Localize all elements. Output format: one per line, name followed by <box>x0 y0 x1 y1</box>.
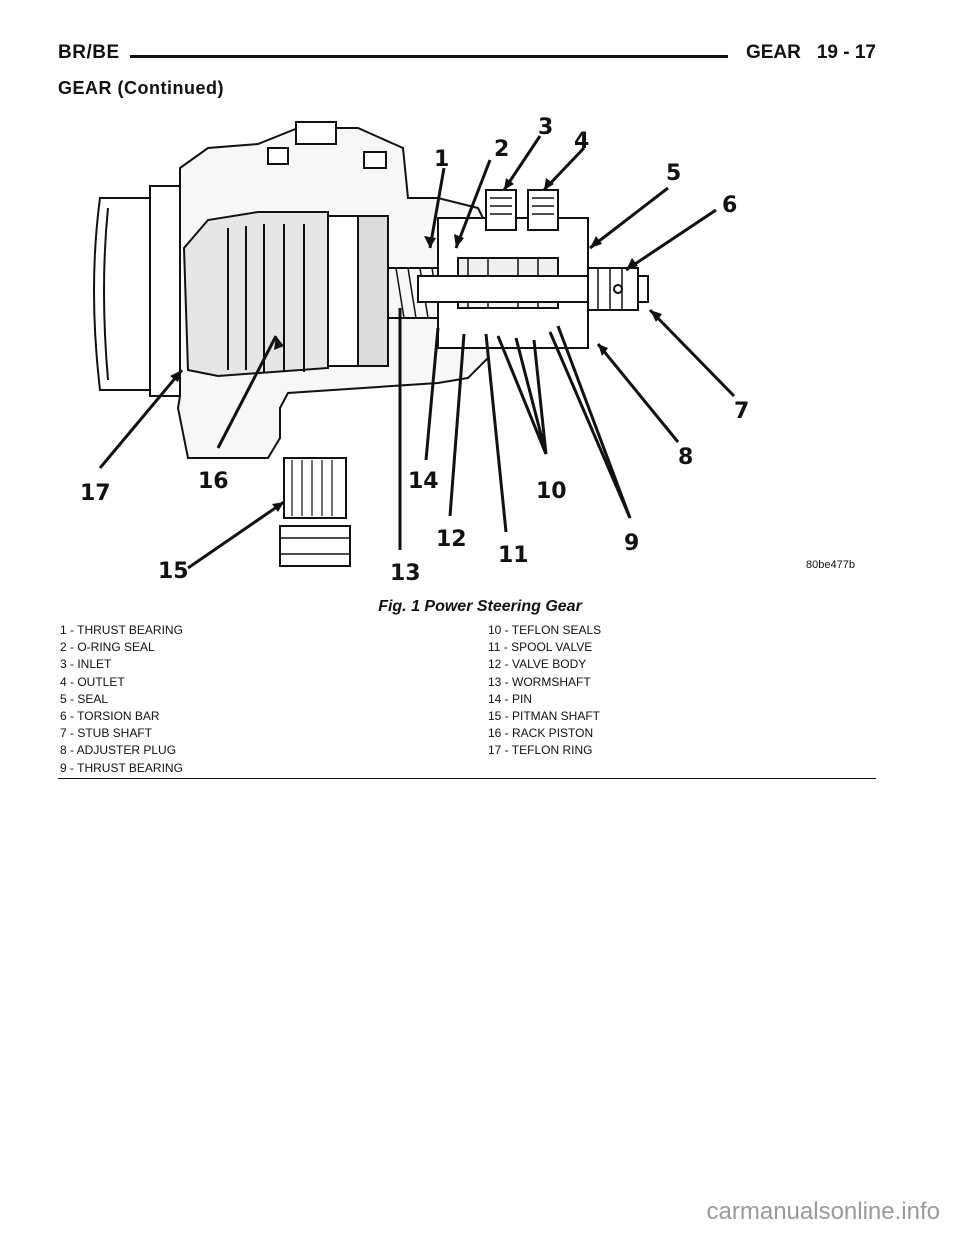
legend-item: 2 - O-RING SEAL <box>60 640 155 655</box>
callout-13: 13 <box>390 561 421 586</box>
figure-code: 80be477b <box>806 559 855 571</box>
section-title: GEAR (Continued) <box>58 78 224 98</box>
legend-item: 12 - VALVE BODY <box>488 657 587 672</box>
callout-5: 5 <box>666 161 681 186</box>
callout-12: 12 <box>436 527 467 552</box>
page-header: BR/BE GEAR 19 - 17 <box>58 42 876 72</box>
callout-3: 3 <box>538 115 553 140</box>
callout-14: 14 <box>408 469 439 494</box>
site-watermark: carmanualsonline.info <box>706 1198 940 1225</box>
callout-7: 7 <box>734 399 749 424</box>
callout-11: 11 <box>498 543 529 568</box>
legend-item: 4 - OUTLET <box>60 674 125 689</box>
callout-4: 4 <box>574 129 589 154</box>
legend-item: 7 - STUB SHAFT <box>60 726 153 741</box>
legend-item: 14 - PIN <box>488 691 533 706</box>
legend-item: 17 - TEFLON RING <box>488 743 593 758</box>
gear-illustration: 1 2 3 4 5 6 7 8 9 10 11 12 13 14 15 16 1… <box>80 115 855 586</box>
legend-item: 15 - PITMAN SHAFT <box>488 709 601 724</box>
legend-item: 9 - THRUST BEARING <box>60 760 183 775</box>
figure-caption: Fig. 1 Power Steering Gear <box>378 598 582 615</box>
legend-column-left: 1 - THRUST BEARING 2 - O-RING SEAL 3 - I… <box>60 622 480 777</box>
callout-16: 16 <box>198 469 229 494</box>
model-code: BR/BE <box>58 42 120 63</box>
callout-8: 8 <box>678 445 693 470</box>
callout-17: 17 <box>80 481 111 506</box>
legend-item: 11 - SPOOL VALVE <box>488 640 593 655</box>
callout-9: 9 <box>624 531 639 556</box>
section-name: GEAR <box>745 42 801 63</box>
legend-item: 6 - TORSION BAR <box>60 709 160 724</box>
power-steering-gear-figure: 1 2 3 4 5 6 7 8 9 10 11 12 13 14 15 16 1… <box>58 108 876 588</box>
callout-2: 2 <box>494 137 509 162</box>
callout-10: 10 <box>536 479 567 504</box>
callout-1: 1 <box>434 147 449 172</box>
page-number: 19 - 17 <box>816 42 876 63</box>
legend-item: 8 - ADJUSTER PLUG <box>60 743 177 758</box>
legend-column-right: 10 - TEFLON SEALS 11 - SPOOL VALVE 12 - … <box>488 622 878 760</box>
legend-item: 3 - INLET <box>60 657 112 672</box>
legend-item: 10 - TEFLON SEALS <box>488 623 602 637</box>
callout-15: 15 <box>158 559 189 584</box>
header-right: GEAR 19 - 17 <box>746 42 876 64</box>
callout-6: 6 <box>722 193 737 218</box>
legend-item: 13 - WORMSHAFT <box>488 674 591 689</box>
legend-item: 1 - THRUST BEARING <box>60 623 183 637</box>
legend-item: 5 - SEAL <box>60 691 109 706</box>
header-rule <box>130 55 728 58</box>
figure-bottom-rule <box>58 778 876 779</box>
legend-item: 16 - RACK PISTON <box>488 726 594 741</box>
